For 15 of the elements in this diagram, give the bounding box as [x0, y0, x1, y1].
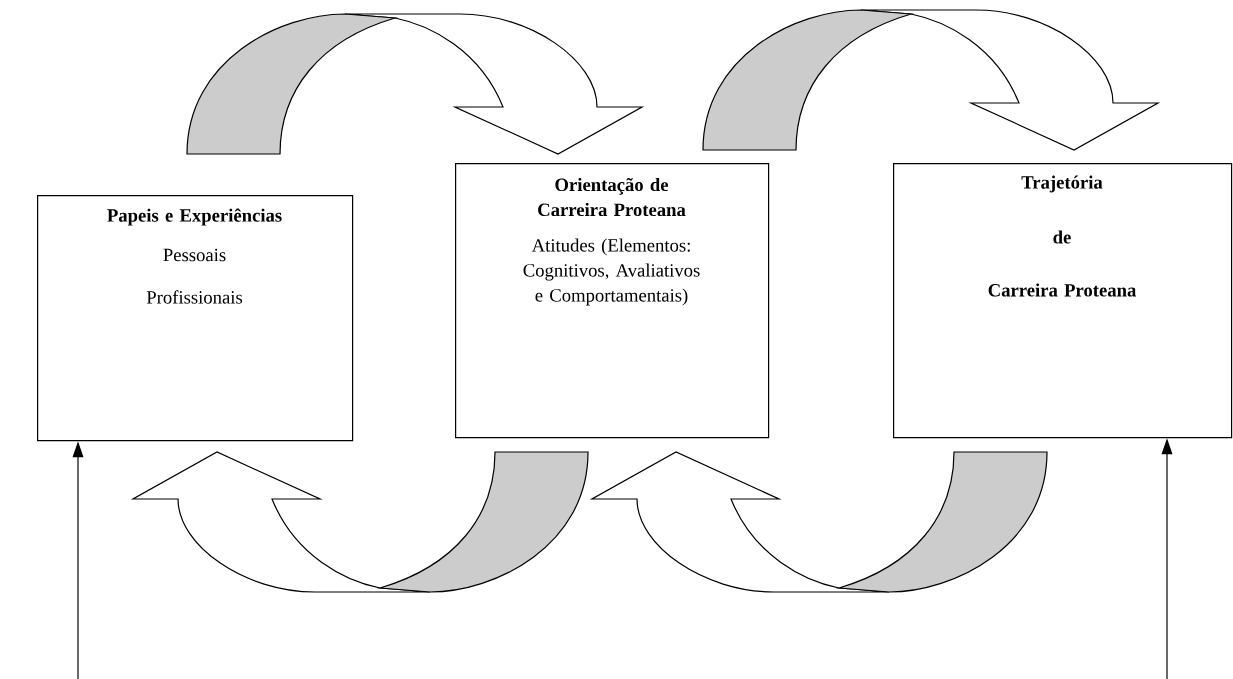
process-box: [37, 195, 354, 442]
box-heading: Trajetória: [1021, 175, 1103, 193]
curved-arrow: [702, 9, 1159, 151]
box-text: Atitudes (Elementos: Cognitivos, Avaliativos e Comportamentais): [523, 238, 700, 306]
box-heading: Papeis e Experiências: [107, 208, 282, 226]
box-heading: de: [1053, 230, 1071, 244]
box-heading: Orientação de Carreira Proteana: [538, 177, 686, 217]
curved-arrow: [591, 451, 1048, 593]
box-heading: Carreira Proteana: [988, 283, 1137, 297]
box-text: Pessoais: [163, 248, 226, 262]
box-text: Profissionais: [146, 290, 243, 304]
process-box: [893, 163, 1233, 439]
curved-arrow: [186, 13, 643, 155]
process-box: [455, 163, 770, 439]
curved-arrow: [132, 451, 589, 593]
